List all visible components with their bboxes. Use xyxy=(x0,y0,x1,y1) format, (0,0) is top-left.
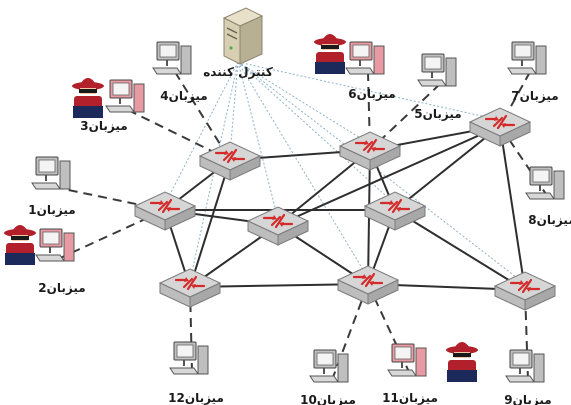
computer-icon xyxy=(152,41,192,75)
switch-link xyxy=(394,209,526,291)
computer-icon xyxy=(309,349,349,383)
switch-link xyxy=(277,125,501,226)
control-link-s8 xyxy=(237,61,526,285)
host-h2: میزبان2 xyxy=(4,225,86,295)
host-label: میزبان6 xyxy=(348,87,395,101)
switch-link xyxy=(189,159,231,288)
switch-icon xyxy=(493,271,557,311)
host-label: میزبان4 xyxy=(160,89,207,103)
host-h3: میزبان3 xyxy=(72,78,145,133)
controller: کنترل کننده xyxy=(203,7,273,79)
controller-label: کنترل کننده xyxy=(203,65,273,79)
host-h1: میزبان1 xyxy=(28,156,76,217)
attacker-icon xyxy=(4,225,36,265)
computer-icon xyxy=(105,79,145,113)
computer-icon xyxy=(387,343,427,377)
attacker-icon xyxy=(446,342,478,382)
host-label: میزبان1 xyxy=(28,203,75,217)
computer-icon xyxy=(525,166,565,200)
control-link-s7 xyxy=(237,61,501,121)
switch-link xyxy=(499,125,526,291)
host-label: میزبان7 xyxy=(511,89,558,103)
switch-icon xyxy=(133,191,197,231)
host-h12: میزبان12 xyxy=(168,341,224,405)
switch-icon xyxy=(246,206,310,246)
computer-icon xyxy=(169,341,209,375)
host-label: میزبان2 xyxy=(38,281,85,295)
switch-icon xyxy=(336,265,400,305)
host-label: میزبان9 xyxy=(504,393,551,405)
host-h7: میزبان7 xyxy=(507,41,559,103)
control-link-s2 xyxy=(237,61,371,145)
switch-icon xyxy=(198,141,262,181)
switch-link xyxy=(394,125,501,211)
host-label: میزبان8 xyxy=(528,213,571,227)
switch-icon xyxy=(158,268,222,308)
host-label: میزبان5 xyxy=(414,107,461,121)
computer-icon xyxy=(507,41,547,75)
hosts: میزبان1 میزبان2 میزبان3 میزبان4 میزبان5 میزبا… xyxy=(4,34,571,405)
host-label: میزبان11 xyxy=(382,391,438,405)
switches xyxy=(133,107,557,311)
host-h5: میزبان5 xyxy=(414,53,462,121)
switch-icon xyxy=(363,191,427,231)
switch-icon xyxy=(468,107,532,147)
computer-icon xyxy=(345,41,385,75)
host-h6: میزبان6 xyxy=(314,34,396,101)
control-link-s4 xyxy=(237,61,279,220)
host-label: میزبان12 xyxy=(168,391,224,405)
host-h11: میزبان11 xyxy=(382,342,478,405)
host-h9: میزبان9 xyxy=(504,349,552,405)
host-h8: میزبان8 xyxy=(525,166,571,227)
switch-icon xyxy=(338,131,402,171)
host-label: میزبان3 xyxy=(80,119,127,133)
attacker-icon xyxy=(314,34,346,74)
control-link-s3 xyxy=(164,61,239,205)
control-link-s1 xyxy=(229,61,239,155)
computer-icon xyxy=(417,53,457,87)
attacker-icon xyxy=(72,78,104,118)
host-label: میزبان10 xyxy=(300,393,356,405)
host-h10: میزبان10 xyxy=(300,349,356,405)
server-icon xyxy=(222,7,264,65)
computer-icon xyxy=(31,156,71,190)
computer-icon xyxy=(35,228,75,262)
host-h4: میزبان4 xyxy=(152,41,208,103)
computer-icon xyxy=(505,349,545,383)
host-link xyxy=(174,71,231,161)
